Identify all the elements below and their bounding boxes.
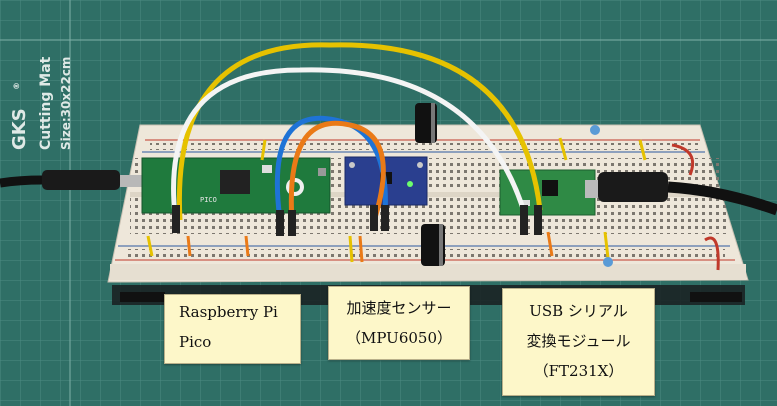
right-usb-cable [598, 172, 668, 202]
svg-text:Cutting Mat: Cutting Mat [38, 56, 54, 150]
label-accel-line-2: （MPU6050） [345, 329, 452, 347]
label-usb-serial-module: USB シリアル 変換モジュール （FT231X） [502, 288, 655, 396]
label-accelerometer: 加速度センサー （MPU6050） [328, 286, 470, 360]
svg-text:Size:30x22cm: Size:30x22cm [59, 57, 73, 150]
capacitor-top [415, 103, 437, 143]
pico-board: PICO [141, 157, 331, 214]
label-raspberry-pi-pico: Raspberry Pi Pico [164, 294, 301, 364]
svg-text:®: ® [12, 82, 21, 90]
label-pico-line-2: Pico [179, 333, 212, 351]
label-usb-line-3: （FT231X） [533, 362, 624, 380]
svg-text:GKS: GKS [9, 108, 30, 150]
pico-silkscreen: PICO [200, 196, 217, 204]
left-usb-cable [42, 170, 120, 190]
label-usb-line-2: 変換モジュール [526, 332, 631, 350]
label-pico-line-1: Raspberry Pi [179, 303, 278, 321]
label-usb-line-1: USB シリアル [529, 302, 628, 320]
capacitor-bottom [421, 224, 445, 266]
mat-product-text: Cutting Mat [38, 56, 54, 150]
mat-size-text: Size:30x22cm [59, 57, 73, 150]
mat-brand-text: GKS ® [9, 82, 30, 150]
label-accel-line-1: 加速度センサー [346, 299, 452, 317]
